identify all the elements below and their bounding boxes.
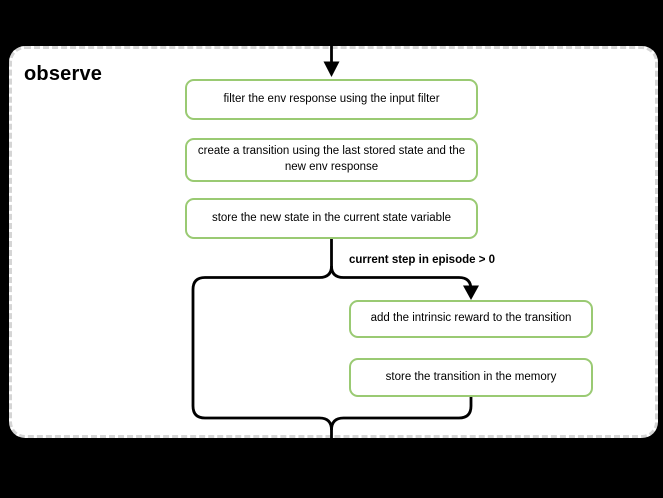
panel-title: observe <box>24 63 103 85</box>
node-label: add the intrinsic reward to the transiti… <box>370 312 572 325</box>
node-label: store the new state in the current state… <box>211 211 452 224</box>
node-create-transition: create a transition using the last store… <box>185 138 478 182</box>
node-filter-env-response: filter the env response using the input … <box>185 79 478 120</box>
node-label: create a transition using the last store… <box>197 145 466 173</box>
node-store-transition: store the transition in the memory <box>349 358 593 397</box>
node-label: store the transition in the memory <box>385 370 557 383</box>
condition-label: current step in episode > 0 <box>349 254 496 266</box>
node-store-new-state: store the new state in the current state… <box>185 198 478 239</box>
node-label: filter the env response using the input … <box>223 92 440 105</box>
node-add-intrinsic-reward: add the intrinsic reward to the transiti… <box>349 300 593 338</box>
